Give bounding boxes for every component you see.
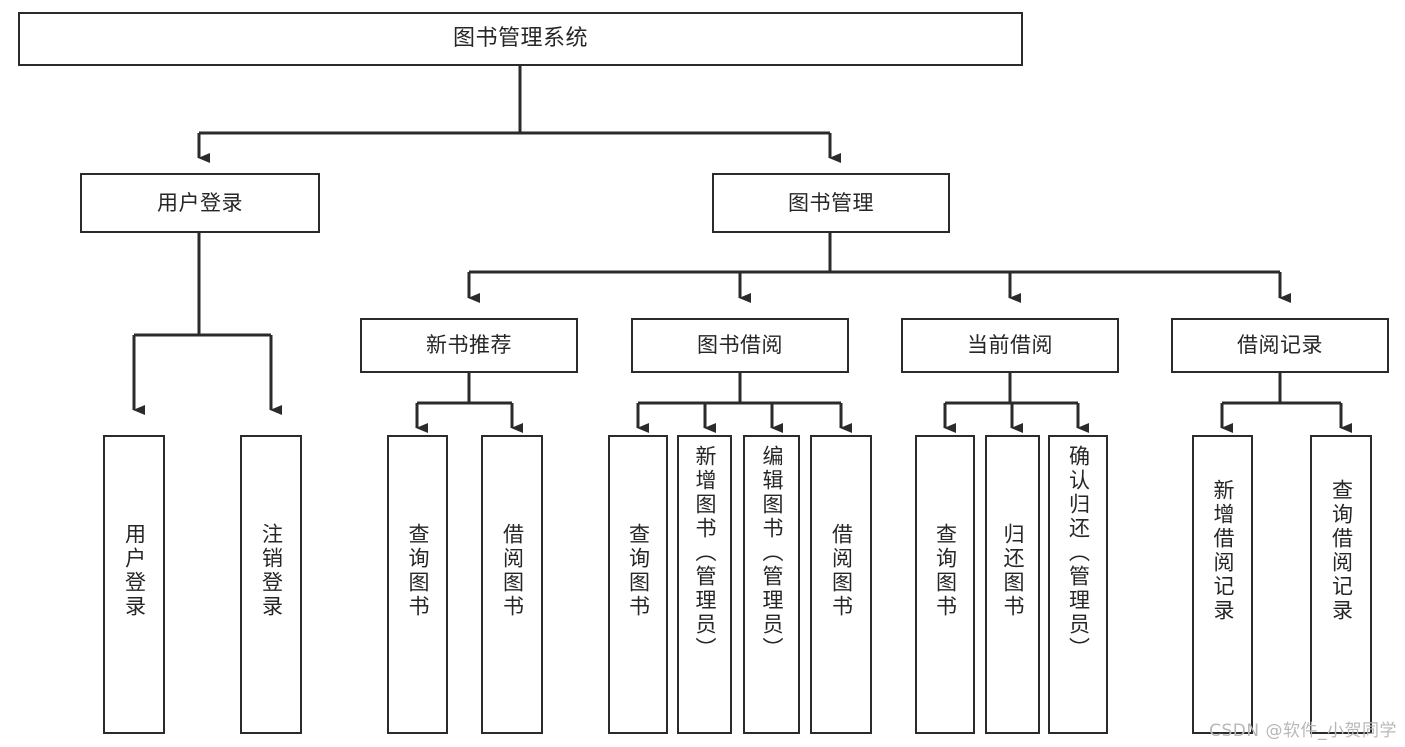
node-label: 新增借阅记录 bbox=[1211, 479, 1235, 623]
node-leaf-query-book-recommend[interactable]: 查询图书 bbox=[387, 435, 448, 734]
node-leaf-return-book[interactable]: 归还图书 bbox=[985, 435, 1040, 734]
node-book-management[interactable]: 图书管理 bbox=[712, 173, 950, 233]
node-label: 查询借阅记录 bbox=[1329, 479, 1354, 623]
node-label: 新增图书（管理员） bbox=[693, 445, 717, 661]
node-root-book-management-system[interactable]: 图书管理系统 bbox=[18, 12, 1023, 66]
node-leaf-logout[interactable]: 注销登录 bbox=[240, 435, 302, 734]
node-leaf-add-borrow-record[interactable]: 新增借阅记录 bbox=[1192, 435, 1253, 734]
node-label: 新书推荐 bbox=[426, 333, 512, 358]
node-label: 查询图书 bbox=[933, 523, 958, 619]
node-leaf-edit-book-admin[interactable]: 编辑图书（管理员） bbox=[743, 435, 800, 734]
node-leaf-borrow-book[interactable]: 借阅图书 bbox=[810, 435, 872, 734]
node-label: 借阅图书 bbox=[500, 523, 525, 619]
node-leaf-query-borrow-record[interactable]: 查询借阅记录 bbox=[1310, 435, 1372, 734]
node-current-borrow[interactable]: 当前借阅 bbox=[901, 318, 1119, 373]
node-label: 当前借阅 bbox=[967, 333, 1053, 358]
node-label: 查询图书 bbox=[406, 523, 430, 619]
node-user-login[interactable]: 用户登录 bbox=[80, 173, 320, 233]
node-label: 确认归还（管理员） bbox=[1066, 445, 1091, 661]
node-leaf-confirm-return-admin[interactable]: 确认归还（管理员） bbox=[1048, 435, 1108, 734]
node-label: 图书借阅 bbox=[697, 333, 783, 358]
node-new-book-recommend[interactable]: 新书推荐 bbox=[360, 318, 578, 373]
node-label: 借阅图书 bbox=[829, 523, 854, 619]
node-label: 图书管理 bbox=[788, 190, 874, 215]
node-label: 归还图书 bbox=[1001, 523, 1025, 619]
node-book-borrow[interactable]: 图书借阅 bbox=[631, 318, 849, 373]
node-label: 查询图书 bbox=[626, 523, 651, 619]
node-label: 用户登录 bbox=[122, 523, 147, 619]
node-leaf-query-book-borrow[interactable]: 查询图书 bbox=[608, 435, 668, 734]
node-leaf-query-book-current[interactable]: 查询图书 bbox=[915, 435, 975, 734]
node-label: 注销登录 bbox=[259, 523, 284, 619]
node-leaf-borrow-book-recommend[interactable]: 借阅图书 bbox=[481, 435, 543, 734]
csdn-watermark: CSDN @软件_小贺同学 bbox=[1209, 721, 1397, 741]
node-borrow-record[interactable]: 借阅记录 bbox=[1171, 318, 1389, 373]
node-leaf-add-book-admin[interactable]: 新增图书（管理员） bbox=[677, 435, 732, 734]
node-label: 借阅记录 bbox=[1237, 333, 1323, 358]
node-label: 编辑图书（管理员） bbox=[760, 445, 784, 661]
node-label: 用户登录 bbox=[157, 190, 243, 215]
node-leaf-user-login[interactable]: 用户登录 bbox=[103, 435, 165, 734]
node-label: 图书管理系统 bbox=[452, 26, 588, 52]
